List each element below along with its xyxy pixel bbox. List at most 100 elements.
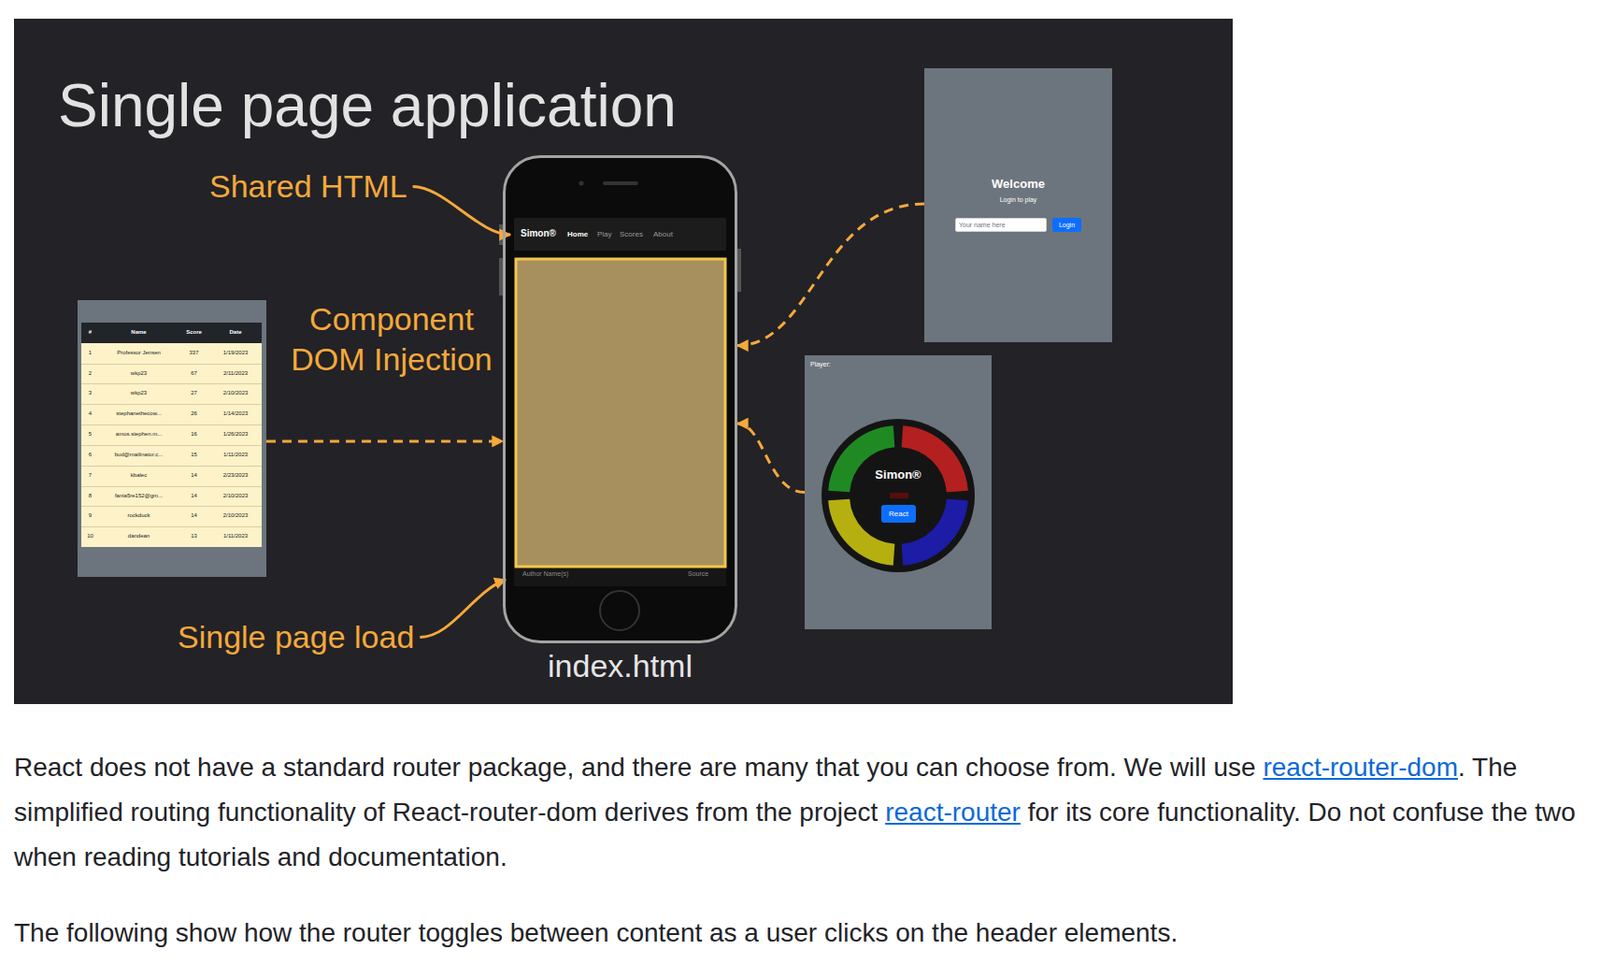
callout-label: Shared HTML (209, 166, 408, 207)
injection-arrow (737, 203, 925, 346)
table-cell: 9 (81, 505, 100, 527)
callout-label: Single page load (177, 616, 415, 658)
row-rule (81, 424, 262, 426)
body-text: The following show how the router toggle… (14, 917, 1178, 947)
table-cell: 2/10/2023 (209, 505, 262, 527)
game-title: Simon® (821, 467, 975, 482)
body-text: React does not have a standard router pa… (14, 752, 1263, 782)
table-cell: 1/19/2023 (209, 342, 262, 364)
table-cell: 10 (81, 526, 100, 547)
phone-speaker (602, 181, 639, 186)
screen-text: Welcome (924, 176, 1113, 191)
phone-text: Source (687, 570, 709, 577)
row-rule (81, 465, 262, 467)
react-button: React (881, 504, 916, 523)
table-cell: 14 (178, 465, 210, 486)
phone-side-button (737, 248, 742, 292)
slide-title: Single page application (57, 71, 677, 141)
table-cell: 1/11/2023 (209, 526, 262, 547)
table-cell: # (81, 322, 100, 343)
callout-label: Component DOM Injection (288, 299, 495, 380)
link-text: react-router-dom (1262, 752, 1458, 782)
button-text: React (888, 509, 909, 518)
table-cell: 2/10/2023 (209, 383, 262, 404)
paragraph: The following show how the router toggle… (14, 910, 1589, 956)
table-cell: 2/10/2023 (209, 485, 262, 507)
phone-text: About (653, 229, 673, 239)
table-cell: 14 (178, 485, 210, 507)
login-button: Login (1052, 217, 1082, 232)
table-cell: wkp23 (99, 363, 179, 385)
name-input: Your name here (955, 217, 1047, 232)
table-cell: Date (209, 322, 262, 343)
input-placeholder: Your name here (958, 221, 1006, 229)
simon-game-board: Simon® React (821, 418, 975, 572)
table-cell: 27 (178, 383, 210, 404)
board-outline (821, 418, 975, 572)
phone-camera (579, 181, 585, 186)
leader-line (413, 186, 511, 236)
login-screen: WelcomeLogin to playYour name here Login (924, 68, 1113, 343)
app-header-bar (514, 217, 727, 251)
score-display (889, 492, 909, 499)
table-cell: wkp23 (99, 383, 179, 404)
phone-text: Play (597, 229, 613, 239)
table-cell: 2/11/2023 (209, 363, 262, 385)
table-cell: 337 (178, 342, 210, 364)
scores-screen: #NameScoreDate 1Professor Jensen3371/19/2… (77, 300, 267, 577)
table-cell: 8 (81, 485, 100, 507)
table-cell: 15 (178, 444, 210, 466)
screen-text: Login to play (924, 196, 1113, 203)
table-cell: 16 (178, 424, 210, 445)
injection-arrow (266, 439, 503, 443)
play-screen: Player: Simon® React (804, 355, 992, 629)
phone-text: Author Name(s) (522, 570, 569, 577)
phone-text: Home (567, 229, 588, 239)
table-cell: 1/26/2023 (209, 424, 262, 445)
table-cell: kbalec (99, 465, 179, 486)
table-cell: 1 (81, 342, 100, 364)
table-cell: 4 (81, 403, 100, 425)
phone-body (502, 155, 738, 643)
table-cell: 7 (81, 465, 100, 486)
row-rule (81, 526, 262, 528)
table-cell: Professor Jensen (99, 342, 179, 364)
phone-frame: Simon® Home Play Scores AboutAuthor Name(s) S… (502, 155, 738, 643)
table-cell: 5 (81, 424, 100, 445)
table-cell: rockduck (99, 505, 179, 527)
phone-home-button (600, 590, 640, 630)
screen-text: Player: (810, 360, 831, 368)
table-cell: 14 (178, 505, 210, 527)
table-cell: 1/11/2023 (209, 444, 262, 466)
phone-text: Scores (619, 229, 643, 239)
table-cell: 6 (81, 444, 100, 466)
table-cell: stephanethecow... (99, 403, 179, 425)
table-cell: 26 (178, 403, 210, 425)
link-text: react-router (885, 797, 1021, 827)
row-rule (81, 363, 262, 365)
table-cell: 67 (178, 363, 210, 385)
table-cell: 3 (81, 383, 100, 404)
table-cell: Name (99, 322, 179, 343)
phone-text: Simon® (520, 228, 557, 239)
app-footer-bar (514, 568, 727, 586)
slide-background (14, 18, 1233, 704)
row-rule (81, 485, 262, 487)
row-rule (81, 383, 262, 385)
table-cell: 2 (81, 363, 100, 385)
table-cell: fania5re152@gm... (99, 485, 179, 507)
injection-arrow (737, 423, 805, 492)
board-button (901, 425, 969, 492)
table-cell: 13 (178, 526, 210, 547)
table-cell: Score (178, 322, 210, 343)
component-slot (515, 258, 726, 567)
button-text: Login (1058, 221, 1075, 229)
table-cell: bud@mailinator.c... (99, 444, 179, 466)
phone-text: index.html (505, 647, 735, 685)
table-cell: dandean (99, 526, 179, 547)
leader-line (419, 579, 506, 638)
board-button (828, 425, 895, 492)
table-cell: 1/14/2023 (209, 403, 262, 425)
row-rule (81, 403, 262, 405)
